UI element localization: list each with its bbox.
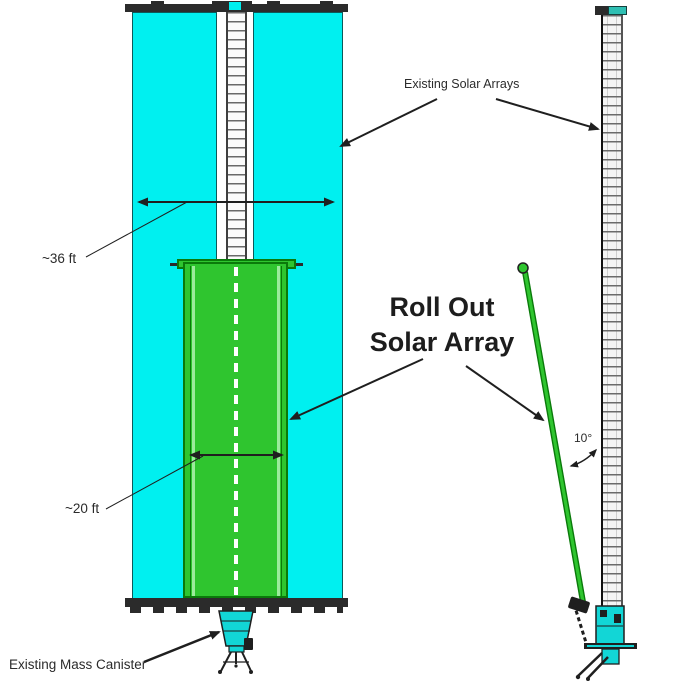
arrow-existing-arrays-right bbox=[495, 98, 600, 131]
rosa-light-stripe-right bbox=[277, 266, 280, 596]
arrow-rosa-side bbox=[465, 365, 545, 422]
dim-arrow-36ft bbox=[85, 197, 335, 258]
label-existing-solar-arrays-text: Existing Solar Arrays bbox=[404, 77, 520, 91]
label-angle-10deg-text: 10° bbox=[574, 431, 593, 445]
arrow-mass-canister bbox=[143, 630, 221, 664]
canister-knob bbox=[244, 638, 253, 650]
top-rail-tab bbox=[320, 1, 333, 5]
rosa-light-stripe-left bbox=[192, 266, 195, 596]
side-view-mast bbox=[601, 15, 623, 606]
arrow-rosa-front bbox=[289, 358, 424, 420]
label-width-36ft-text: ~36 ft bbox=[42, 251, 77, 266]
bottom-rail-tabs bbox=[130, 607, 343, 613]
rosa-center-dashed-line bbox=[234, 267, 238, 595]
label-existing-mass-canister-text: Existing Mass Canister bbox=[9, 657, 147, 672]
label-width-20ft-text: ~20 ft bbox=[65, 501, 100, 516]
label-width-36ft: ~36 ft bbox=[42, 251, 76, 266]
side-mast-cap-teal bbox=[608, 6, 627, 15]
dim-arrow-20ft bbox=[105, 450, 284, 510]
arrow-existing-arrays-left bbox=[339, 98, 438, 147]
boom-root-clamp bbox=[568, 596, 590, 614]
side-canister-legs bbox=[577, 652, 609, 680]
label-angle-10deg: 10° bbox=[574, 431, 592, 445]
side-mast-cap-dark bbox=[595, 6, 610, 15]
top-rail-tab bbox=[267, 1, 280, 5]
mast-cap-window bbox=[229, 2, 241, 10]
rosa-edge-line-left bbox=[190, 266, 191, 596]
side-strut bbox=[572, 603, 590, 650]
rolled-array-boom bbox=[517, 262, 586, 603]
label-roll-out-solar-array: Roll Out Solar Array bbox=[352, 290, 532, 360]
mass-canister-front bbox=[218, 610, 254, 674]
top-rail-tab bbox=[151, 1, 164, 5]
boom-tip-roller bbox=[517, 262, 529, 274]
label-existing-mass-canister: Existing Mass Canister bbox=[9, 657, 146, 672]
roll-out-line1: Roll Out bbox=[389, 292, 495, 322]
angle-arc-arrow bbox=[569, 448, 598, 468]
label-width-20ft: ~20 ft bbox=[65, 501, 99, 516]
roller-pin-right bbox=[296, 263, 303, 266]
array-bottom-rail bbox=[125, 598, 348, 607]
mass-canister-side bbox=[568, 596, 637, 681]
rosa-edge-line-right bbox=[281, 266, 282, 596]
roller-pin-left bbox=[170, 263, 177, 266]
roll-out-line2: Solar Array bbox=[369, 327, 515, 357]
label-existing-solar-arrays: Existing Solar Arrays bbox=[404, 77, 519, 91]
